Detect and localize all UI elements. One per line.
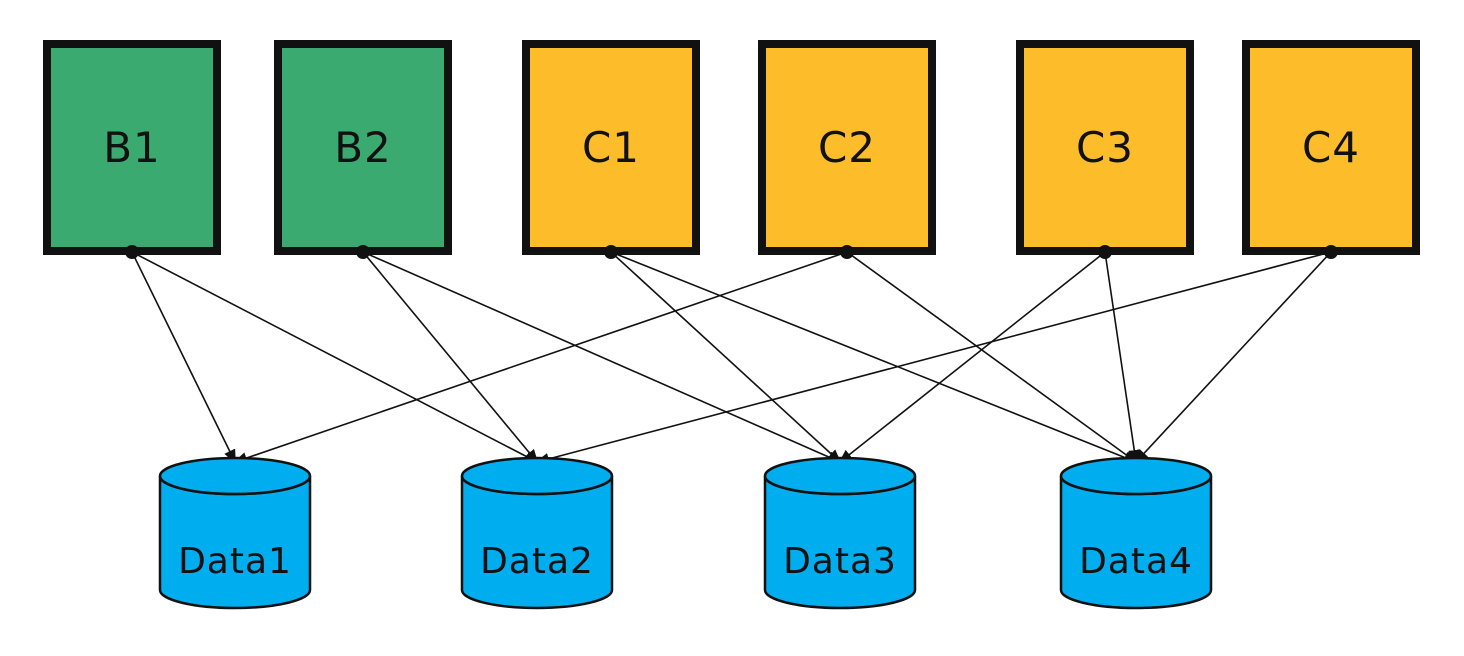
node-label: C3 [1076, 123, 1134, 172]
node-c2: C2 [758, 40, 936, 255]
edge-c4-to-data2 [535, 251, 1332, 465]
nodes-layer: B1 B2 C1 C2 C3 C4 [43, 40, 1420, 255]
edges-layer [131, 251, 1332, 465]
connector-dot-b2 [356, 245, 370, 259]
connector-dot-b1 [125, 245, 139, 259]
database-top [460, 456, 614, 496]
database-label: Data3 [783, 541, 897, 582]
edge-c1-to-data3 [610, 251, 842, 464]
edge-b2-to-data3 [362, 251, 842, 463]
connector-dot-c4 [1324, 245, 1338, 259]
database-top [763, 456, 917, 496]
edge-c1-to-data4 [610, 251, 1138, 464]
database-data2: Data2 [460, 456, 614, 610]
database-label: Data2 [480, 541, 594, 582]
edge-c3-to-data3 [838, 251, 1106, 464]
database-data1: Data1 [158, 456, 312, 610]
database-data4: Data4 [1059, 456, 1213, 610]
node-box-c2 [758, 40, 936, 255]
node-label: B2 [334, 123, 392, 172]
edge-c3-to-data4 [1104, 251, 1141, 464]
node-c3: C3 [1016, 40, 1194, 255]
edge-b1-to-data2 [131, 251, 539, 463]
connector-dots-layer [125, 245, 1338, 259]
edge-c2-to-data4 [846, 251, 1138, 464]
connector-dot-c1 [604, 245, 618, 259]
databases-layer: Data1 Data2 Data3 Data4 [158, 456, 1213, 610]
node-box-c4 [1242, 40, 1420, 255]
node-b2: B2 [274, 40, 452, 255]
connector-dot-c3 [1098, 245, 1112, 259]
database-label: Data1 [178, 541, 292, 582]
node-c4: C4 [1242, 40, 1420, 255]
node-label: B1 [103, 123, 161, 172]
edge-c2-to-data1 [233, 251, 848, 464]
node-label: C4 [1302, 123, 1360, 172]
node-label: C1 [582, 123, 640, 172]
database-top [1059, 456, 1213, 496]
connector-dot-c2 [840, 245, 854, 259]
node-b1: B1 [43, 40, 221, 255]
node-c1: C1 [522, 40, 700, 255]
database-data3: Data3 [763, 456, 917, 610]
edge-b2-to-data2 [362, 251, 539, 464]
edge-b1-to-data1 [131, 251, 236, 464]
database-top [158, 456, 312, 496]
edge-c4-to-data4 [1134, 251, 1332, 464]
database-label: Data4 [1079, 541, 1193, 582]
node-label: C2 [818, 123, 876, 172]
